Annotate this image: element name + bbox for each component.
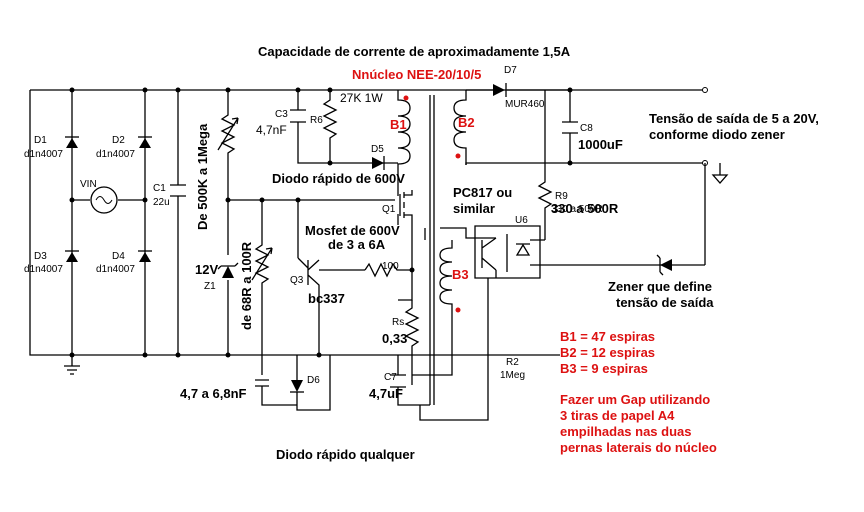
q1-label: Q1 [382, 204, 396, 215]
turns-b2: B2 = 12 espiras [560, 345, 656, 360]
turns-b3: B3 = 9 espiras [560, 361, 648, 376]
bridge-rectifier [29, 87, 570, 375]
gap-note-line2: 3 tiras de papel A4 [560, 408, 675, 423]
output-note-line2: conforme diodo zener [649, 127, 785, 142]
q3-transistor [297, 200, 365, 358]
gap-note-line3: empilhadas nas duas [560, 424, 692, 439]
c3-value: 4,7nF [256, 123, 287, 137]
c7-capacitor [390, 355, 430, 406]
mosfet-note-line1: Mosfet de 600V [305, 223, 400, 238]
c1-capacitor [170, 87, 186, 358]
r100-value: 100 [382, 261, 399, 272]
q3-part: bc337 [308, 291, 345, 306]
d5-label: D5 [371, 144, 384, 155]
start-resistor [217, 87, 239, 200]
output-note-line1: Tensão de saída de 5 a 20V, [649, 111, 819, 126]
u6-label: U6 [515, 215, 528, 226]
turns-b1: B1 = 47 espiras [560, 329, 656, 344]
c7-value: 4,7uF [369, 386, 403, 401]
c3-label: C3 [275, 109, 288, 120]
q1-mosfet [397, 190, 413, 301]
rs-resistor [364, 262, 420, 375]
c1-label: C1 [153, 183, 166, 194]
pc817-note-line1: PC817 ou [453, 185, 513, 200]
d6-label: D6 [307, 375, 320, 386]
pc817-note-line2: similar [453, 201, 495, 216]
c8-label: C8 [580, 123, 593, 134]
d1-label: D1 [34, 135, 47, 146]
transformer [397, 90, 467, 405]
zener-note-line2: tensão de saída [616, 295, 714, 310]
mosfet-note-line2: de 3 a 6A [328, 237, 386, 252]
snubber [290, 87, 398, 170]
r9-value: 330 a 500R [551, 201, 619, 216]
r2-label: R2 [506, 357, 519, 368]
d7-label: D7 [504, 65, 517, 76]
c7-label: C7 [384, 372, 397, 383]
gap-note-line1: Fazer um Gap utilizando [560, 392, 711, 407]
r9-label: R9 [555, 191, 568, 202]
d4-label: D4 [112, 251, 125, 262]
optocoupler-u6 [440, 90, 705, 279]
d3-part: d1n4007 [24, 264, 63, 275]
d1-part: d1n4007 [24, 149, 63, 160]
r2-value: 1Meg [500, 370, 526, 381]
d2-label: D2 [112, 135, 125, 146]
r6-label: R6 [310, 115, 323, 126]
rs-label: Rs [392, 317, 405, 328]
b2-label: B2 [458, 115, 475, 130]
cap-range-note: 4,7 a 6,8nF [180, 386, 247, 401]
d4-part: d1n4007 [96, 264, 135, 275]
rs-value: 0,33 [382, 331, 408, 346]
base-resistor-note: de 68R a 100R [239, 241, 254, 330]
b1-label: B1 [390, 117, 407, 132]
fast-any-note: Diodo rápido qualquer [276, 447, 415, 462]
zener-voltage: 12V [195, 262, 219, 277]
d4-diode [139, 252, 151, 262]
q3-label: Q3 [290, 275, 304, 286]
d6-diode [290, 355, 331, 411]
z1-label: Z1 [204, 281, 216, 292]
gap-note-line4: pernas laterais do núcleo [560, 440, 717, 455]
core-label: Nnúcleo NEE-20/10/5 [352, 67, 482, 82]
d1-diode [66, 138, 78, 148]
start-resistor-label: De 500K a 1Mega [195, 123, 210, 230]
zener-output [660, 259, 672, 271]
c1-value: 22u [153, 197, 170, 208]
c8-value: 1000uF [578, 137, 623, 152]
vin-label: VIN [80, 179, 97, 190]
d3-diode [66, 252, 78, 262]
r9-value-prefix: 330 a 500R [551, 204, 603, 215]
zener-note-line1: Zener que define [608, 279, 713, 294]
base-resistor [251, 200, 297, 406]
r6-value: 27K 1W [340, 91, 383, 105]
d7-part: MUR460 [505, 99, 545, 110]
d3-label: D3 [34, 251, 47, 262]
d2-diode [139, 138, 151, 148]
title-text: Capacidade de corrente de aproximadament… [258, 44, 571, 59]
b3-label: B3 [452, 267, 469, 282]
fast-diode-note: Diodo rápido de 600V [272, 171, 405, 186]
zener-z1 [217, 197, 239, 358]
d2-part: d1n4007 [96, 149, 135, 160]
secondary-output [465, 83, 729, 265]
